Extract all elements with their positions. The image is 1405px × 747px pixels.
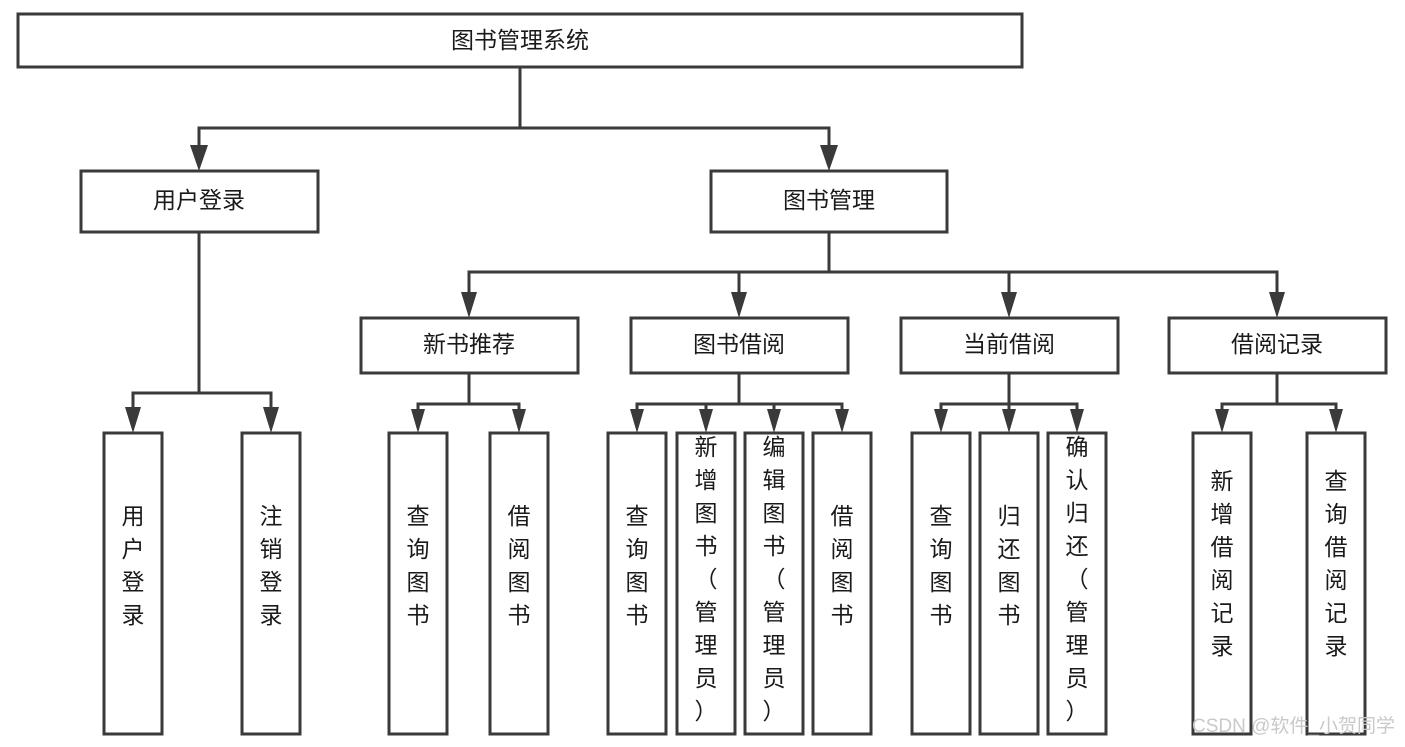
node-book-borrow-label: 图书借阅 (693, 331, 785, 357)
node-leaf-query-record[interactable]: 查询借阅记录 (1305, 431, 1367, 736)
arrow-to-leaf-query-book-1 (411, 409, 425, 433)
arrow-to-leaf-query-book-3 (934, 409, 948, 433)
node-user-login-label: 用户登录 (153, 187, 245, 213)
node-leaf-user-login[interactable]: 用户登录 (102, 431, 164, 736)
node-leaf-return-book-label: 归还图书 (998, 503, 1021, 628)
node-current-borrow-box[interactable] (899, 316, 1120, 375)
node-root-label: 图书管理系统 (451, 27, 589, 53)
arrow-to-leaf-user-login (125, 407, 141, 433)
node-book-borrow-box[interactable] (629, 316, 850, 375)
arrow-to-leaf-logout (263, 407, 279, 433)
node-leaf-borrow-book-2[interactable]: 借阅图书 (811, 431, 873, 736)
arrow-to-book-borrow (731, 292, 747, 318)
node-book-manage-box[interactable] (709, 169, 949, 234)
arrow-to-leaf-return-book (1002, 409, 1016, 433)
node-new-book-rec[interactable]: 新书推荐 (359, 316, 580, 375)
node-leaf-query-book-2-box[interactable] (606, 431, 668, 736)
node-leaf-logout[interactable]: 注销登录 (240, 431, 302, 736)
node-leaf-query-book-1-label: 查询图书 (407, 503, 430, 628)
node-leaf-query-book-1[interactable]: 查询图书 (387, 431, 449, 736)
node-user-login-box[interactable] (79, 169, 320, 234)
node-leaf-query-book-1-box[interactable] (387, 431, 449, 736)
node-book-manage[interactable]: 图书管理 (709, 169, 949, 234)
node-root-box[interactable] (16, 12, 1024, 69)
node-leaf-query-book-3[interactable]: 查询图书 (910, 431, 972, 736)
arrow-to-borrow-record (1269, 292, 1285, 318)
connector-layer (125, 65, 1343, 433)
csdn-watermark: CSDN @软件_小贺同学 (1192, 715, 1395, 737)
node-leaf-return-book[interactable]: 归还图书 (978, 431, 1040, 736)
node-leaf-user-login-label: 用户登录 (122, 503, 145, 628)
arrow-to-leaf-add-book (699, 409, 713, 433)
node-leaf-query-record-label: 查询借阅记录 (1325, 468, 1348, 659)
node-new-book-rec-label: 新书推荐 (423, 331, 515, 357)
arrow-to-leaf-add-record (1215, 409, 1229, 433)
node-leaf-query-book-3-box[interactable] (910, 431, 972, 736)
node-leaf-edit-book[interactable]: 编辑图书（管理员） (743, 431, 805, 736)
arrow-to-leaf-query-record (1329, 409, 1343, 433)
arrow-to-leaf-borrow-book-1 (512, 409, 526, 433)
node-borrow-record-label: 借阅记录 (1231, 331, 1323, 357)
node-leaf-confirm-return-box[interactable] (1046, 431, 1108, 736)
arrow-to-leaf-borrow-book-2 (835, 409, 849, 433)
node-borrow-record[interactable]: 借阅记录 (1167, 316, 1388, 375)
node-leaf-query-book-3-label: 查询图书 (930, 503, 953, 628)
node-leaf-query-book-2-label: 查询图书 (626, 503, 649, 628)
node-leaf-borrow-book-1-box[interactable] (488, 431, 550, 736)
arrow-to-current-borrow (1001, 292, 1017, 318)
node-leaf-add-book-box[interactable] (675, 431, 737, 736)
node-current-borrow[interactable]: 当前借阅 (899, 316, 1120, 375)
node-leaf-borrow-book-1-label: 借阅图书 (508, 503, 531, 628)
node-book-manage-label: 图书管理 (783, 187, 875, 213)
node-leaf-borrow-book-2-label: 借阅图书 (831, 503, 854, 628)
node-current-borrow-label: 当前借阅 (963, 331, 1055, 357)
node-leaf-add-record-label: 新增借阅记录 (1211, 468, 1234, 659)
arrow-to-new-book-rec (461, 292, 477, 318)
arrow-to-leaf-edit-book (767, 409, 781, 433)
node-leaf-borrow-book-1[interactable]: 借阅图书 (488, 431, 550, 736)
node-leaf-query-record-box[interactable] (1305, 431, 1367, 736)
node-borrow-record-box[interactable] (1167, 316, 1388, 375)
node-leaf-confirm-return[interactable]: 确认归还（管理员） (1046, 431, 1108, 736)
node-leaf-borrow-book-2-box[interactable] (811, 431, 873, 736)
node-leaf-add-record-box[interactable] (1191, 431, 1253, 736)
node-leaf-logout-label: 注销登录 (260, 503, 283, 628)
arrow-to-leaf-query-book-2 (630, 409, 644, 433)
node-leaf-logout-box[interactable] (240, 431, 302, 736)
arrow-to-book-manage (820, 145, 838, 171)
node-leaf-confirm-return-label: 确认归还（管理员） (1066, 434, 1089, 724)
node-leaf-user-login-box[interactable] (102, 431, 164, 736)
node-user-login[interactable]: 用户登录 (79, 169, 320, 234)
node-leaf-add-record[interactable]: 新增借阅记录 (1191, 431, 1253, 736)
node-leaf-query-book-2[interactable]: 查询图书 (606, 431, 668, 736)
node-leaf-add-book-label: 新增图书（管理员） (695, 434, 718, 724)
node-leaf-edit-book-label: 编辑图书（管理员） (763, 434, 786, 724)
arrow-to-leaf-confirm-return (1070, 409, 1084, 433)
node-leaf-add-book[interactable]: 新增图书（管理员） (675, 431, 737, 736)
node-root[interactable]: 图书管理系统 (16, 12, 1024, 69)
node-leaf-return-book-box[interactable] (978, 431, 1040, 736)
node-book-borrow[interactable]: 图书借阅 (629, 316, 850, 375)
node-new-book-rec-box[interactable] (359, 316, 580, 375)
node-leaf-edit-book-box[interactable] (743, 431, 805, 736)
arrow-to-user-login (190, 145, 208, 171)
